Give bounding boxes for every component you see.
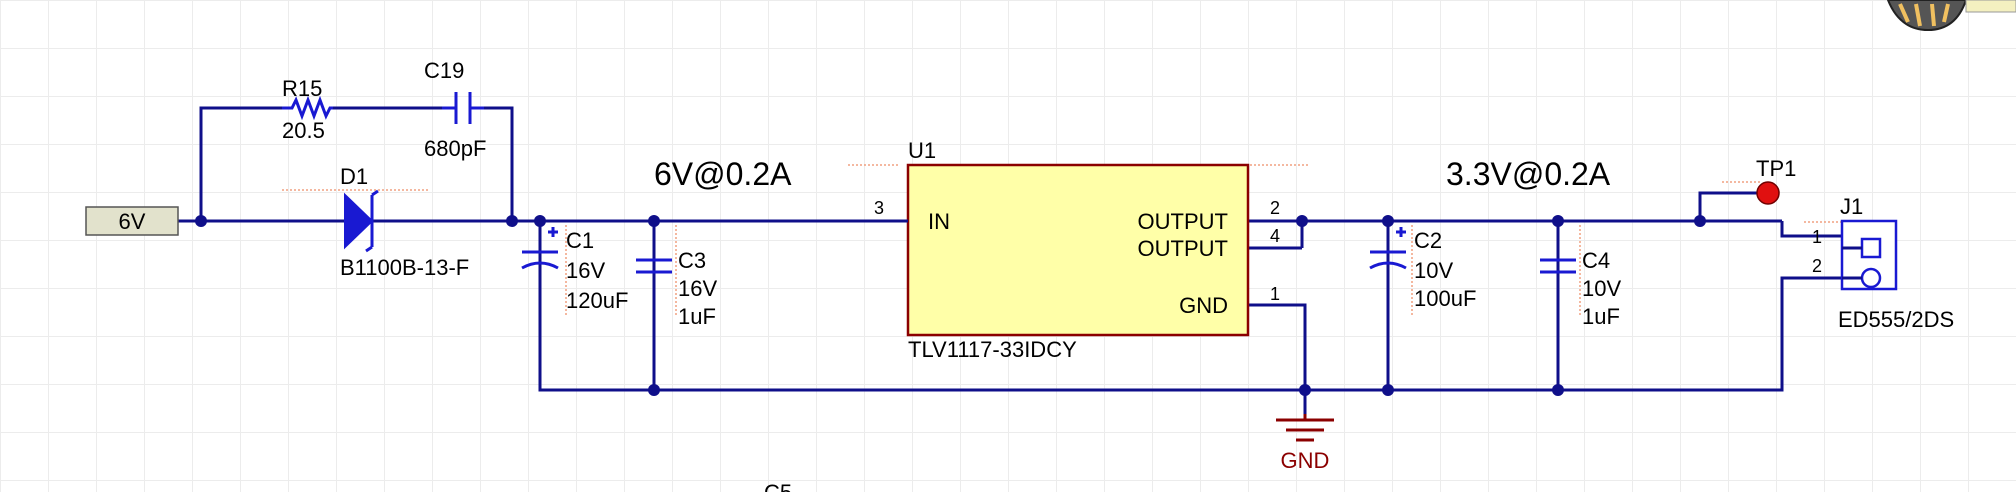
r15-value: 20.5 [282,118,325,143]
partial-component-label: C5 [764,480,792,492]
junctions [195,215,1706,396]
j1-pin1-number: 1 [1812,227,1822,247]
capacitor-c3[interactable]: C3 16V 1uF [636,225,717,329]
connector-j1[interactable]: J1 1 2 ED555/2DS [1804,194,1954,332]
r15-ref: R15 [282,76,322,101]
output-rail-title: 3.3V@0.2A [1446,156,1611,192]
capacitor-c2[interactable]: C2 10V 100uF [1369,225,1476,315]
c19-ref: C19 [424,58,464,83]
c2-ref: C2 [1414,228,1442,253]
c1-value: 120uF [566,288,628,313]
u1-part: TLV1117-33IDCY [908,337,1077,362]
c1-ref: C1 [566,228,594,253]
u1-pin-out1-name: OUTPUT [1138,209,1228,234]
d1-part: B1100B-13-F [340,255,469,280]
c4-voltage: 10V [1582,276,1621,301]
regulator-u1[interactable]: U1 TLV1117-33IDCY 3 IN 2 OUTPUT 4 OUTPUT… [848,138,1310,362]
u1-pin-gnd-name: GND [1179,293,1228,318]
u1-pin-gnd-number: 1 [1270,284,1280,304]
c3-value: 1uF [678,304,716,329]
u1-pin-out2-name: OUTPUT [1138,236,1228,261]
test-point-tp1[interactable]: TP1 [1722,156,1796,205]
power-port-6v[interactable]: 6V [85,206,179,236]
u1-pin-out1-number: 2 [1270,198,1280,218]
c3-ref: C3 [678,248,706,273]
u1-pin-out2-number: 4 [1270,226,1280,246]
c3-voltage: 16V [678,276,717,301]
d1-ref: D1 [340,164,368,189]
j1-ref: J1 [1840,194,1863,219]
wires [178,106,1842,414]
resistor-r15[interactable]: R15 20.5 [282,76,333,143]
u1-pin-in-number: 3 [874,198,884,218]
power-port-label: 6V [119,209,146,234]
diode-d1[interactable]: D1 B1100B-13-F [282,164,469,280]
capacitor-c1[interactable]: C1 16V 120uF [521,225,628,315]
toolbar-badge-icon[interactable] [1886,0,2016,32]
input-rail-title: 6V@0.2A [654,156,792,192]
c4-ref: C4 [1582,248,1610,273]
j1-pin2-number: 2 [1812,256,1822,276]
c1-voltage: 16V [566,258,605,283]
tp1-ref: TP1 [1756,156,1796,181]
capacitor-c19[interactable]: C19 680pF [424,58,486,161]
c2-value: 100uF [1414,286,1476,311]
ground-label: GND [1281,448,1330,473]
j1-part: ED555/2DS [1838,307,1954,332]
c4-value: 1uF [1582,304,1620,329]
u1-ref: U1 [908,138,936,163]
c2-voltage: 10V [1414,258,1453,283]
u1-pin-in-name: IN [928,209,950,234]
capacitor-c4[interactable]: C4 10V 1uF [1540,225,1621,329]
ground-symbol[interactable]: GND [1276,414,1334,473]
c19-value: 680pF [424,136,486,161]
